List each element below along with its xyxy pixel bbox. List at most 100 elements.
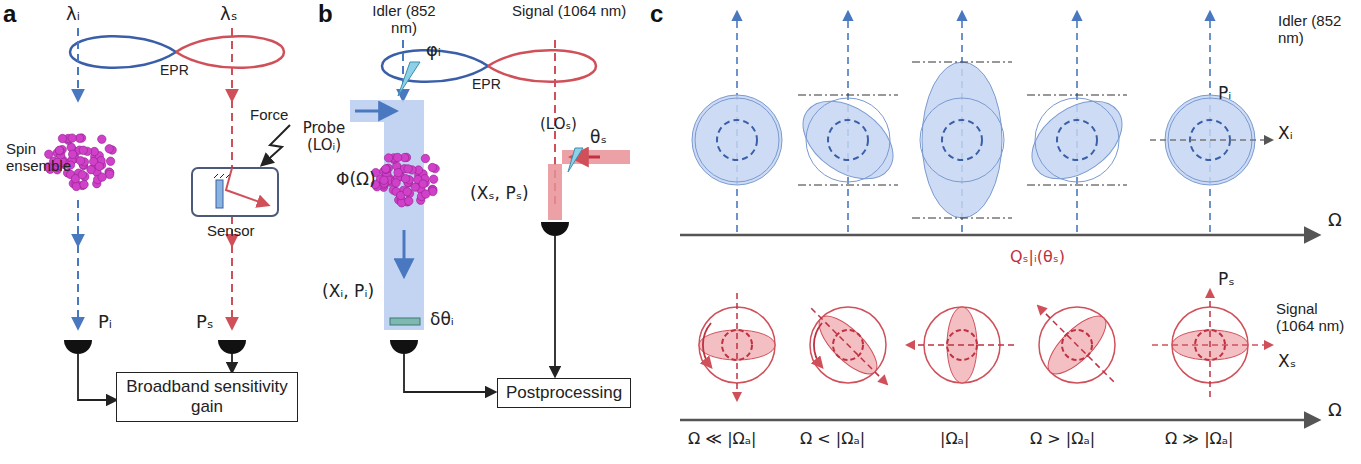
box-text: Postprocessing	[506, 383, 622, 403]
idler-noise	[922, 62, 1002, 218]
noise-bound	[912, 218, 1012, 219]
wavelength-label: λₛ	[220, 4, 237, 25]
atom	[384, 154, 392, 162]
beam-label: (LOₛ)	[540, 116, 577, 133]
atom	[380, 176, 388, 184]
atom	[393, 153, 401, 161]
phase-label: Φ(Ω)	[336, 170, 376, 190]
beam-label: Signal (1064 nm)	[512, 2, 626, 19]
measure-axis	[736, 293, 738, 400]
atom	[394, 169, 402, 177]
vacuum-circle	[1035, 98, 1119, 182]
noise-bound	[1027, 95, 1127, 96]
panel-letter: b	[318, 0, 333, 28]
atom	[68, 134, 76, 142]
atom	[404, 165, 412, 173]
noise-bound	[798, 185, 898, 186]
atom	[98, 135, 106, 143]
atom	[392, 179, 400, 187]
process-box: Postprocessing	[497, 378, 631, 408]
noise-bound	[912, 62, 1012, 63]
atom	[382, 165, 390, 173]
beam-label: Idler (852 nm)	[1278, 12, 1348, 47]
vacuum-circle	[920, 98, 1004, 182]
vacuum-circle	[695, 98, 779, 182]
conditional-circle	[942, 120, 982, 160]
atom	[76, 157, 84, 165]
beam-label: Probe (LOᵢ)	[300, 120, 348, 155]
atom	[403, 188, 411, 196]
frequency-label: Ω ≫ |Ωₐ|	[1165, 430, 1233, 448]
axis-label: Xᵢ	[1278, 124, 1293, 144]
phase-label: φᵢ	[426, 40, 441, 61]
atom	[405, 197, 413, 205]
atom	[79, 146, 87, 154]
atom	[68, 150, 76, 158]
atom	[421, 154, 429, 162]
atom	[428, 163, 436, 171]
panel-letter: a	[3, 0, 16, 28]
atom	[105, 145, 113, 153]
output-box: Broadband sensitivity gain	[116, 372, 298, 422]
measure-axis	[1209, 290, 1211, 397]
beam-label: Idler (852 nm)	[370, 2, 438, 37]
rotation-arrow	[814, 323, 822, 367]
atom	[58, 134, 66, 142]
atom	[56, 147, 64, 155]
state-label: EPR	[472, 76, 501, 92]
measure-axis	[811, 308, 887, 384]
measure-axis	[907, 344, 1014, 346]
conditional-circle	[717, 120, 757, 160]
quadrature-label: (Xₛ, Pₛ)	[470, 184, 529, 204]
atom	[55, 146, 63, 154]
atom	[105, 170, 113, 178]
panel-letter: c	[650, 0, 663, 28]
state-label: EPR	[160, 62, 189, 78]
measure-axis	[1038, 306, 1114, 382]
idler-noise	[1018, 85, 1137, 195]
atom	[106, 157, 114, 165]
phase-label: θₛ	[590, 128, 607, 148]
frequency-label: Ω > |Ωₐ|	[1030, 430, 1095, 448]
axis-label: Xₛ	[1278, 352, 1296, 372]
atom	[429, 175, 437, 183]
atom	[401, 174, 409, 182]
force-label: Force	[250, 106, 288, 123]
atom	[98, 173, 106, 181]
noise-bound	[1027, 185, 1127, 186]
noise-bound	[798, 95, 898, 96]
atom	[382, 165, 390, 173]
atom	[411, 183, 419, 191]
axis-label: Pₛ	[1218, 270, 1235, 290]
atom	[95, 162, 103, 170]
signal-circle	[810, 307, 886, 383]
quadrature-label: (Xᵢ, Pᵢ)	[322, 282, 374, 302]
axis-label: Ω	[1328, 210, 1342, 231]
frequency-label: Ω < |Ωₐ|	[800, 430, 865, 448]
axis-label: Pᵢ	[1218, 84, 1231, 104]
signal-circle	[1039, 307, 1115, 383]
idler-noise	[789, 85, 908, 195]
atom	[80, 180, 88, 188]
quadrature-label: Qₛ|ᵢ(θₛ)	[1010, 248, 1065, 266]
quadrature-label: Pₛ	[196, 312, 214, 333]
quadrature-ellipses	[692, 12, 1255, 400]
conditional-circle	[828, 120, 868, 160]
frequency-label: |Ωₐ|	[940, 430, 969, 448]
atom	[78, 170, 86, 178]
frequency-label: Ω ≪ |Ωₐ|	[688, 430, 756, 448]
atom	[422, 190, 430, 198]
atom	[419, 180, 427, 188]
wavelength-label: λᵢ	[66, 4, 80, 25]
axis-label: Ω	[1328, 400, 1342, 421]
rotation-arrow	[703, 323, 711, 367]
component-label: Sensor	[207, 222, 255, 239]
atom	[72, 182, 80, 190]
conditional-circle	[1057, 120, 1097, 160]
beam-label: Signal (1064 nm)	[1276, 300, 1346, 335]
atom	[87, 166, 95, 174]
spin-ensemble	[371, 153, 439, 207]
quadrature-label: Pᵢ	[98, 312, 112, 333]
box-text: Broadband sensitivity gain	[125, 377, 289, 417]
